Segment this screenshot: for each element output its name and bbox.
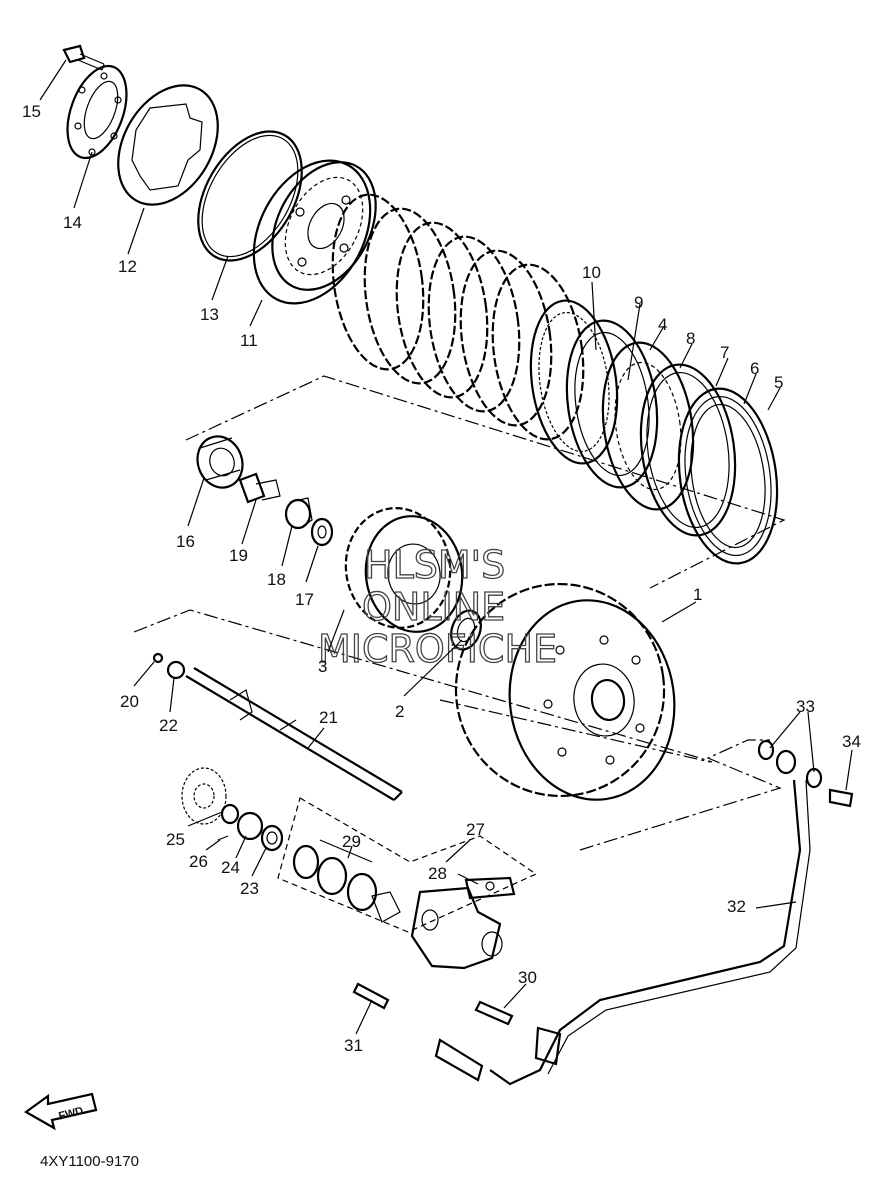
part-1-clutch-housing	[454, 582, 676, 801]
callout-10: 10	[582, 263, 601, 282]
callout-27: 27	[466, 820, 485, 839]
watermark-line2: ONLINE	[362, 585, 505, 629]
callout-11: 11	[240, 331, 258, 350]
callout-6: 6	[750, 359, 759, 378]
part-17-washer	[310, 517, 334, 547]
callout-23: 23	[240, 879, 259, 898]
callout-3: 3	[318, 657, 327, 676]
part-24-collar	[236, 811, 264, 841]
callout-18: 18	[267, 570, 286, 589]
callout-13: 13	[200, 305, 219, 324]
callout-22: 22	[159, 716, 178, 735]
fwd-label: FWD	[57, 1105, 84, 1123]
callout-8: 8	[686, 329, 695, 348]
callout-16: 16	[176, 532, 195, 551]
leader-lines	[39, 59, 853, 1035]
part-23-seal	[260, 824, 284, 852]
fwd-arrow-icon: FWD	[23, 1092, 98, 1131]
part-18-spacer	[284, 497, 313, 530]
callout-4: 4	[658, 315, 667, 334]
lower-guide-line	[579, 739, 782, 851]
part-12-cover-plate	[117, 84, 219, 206]
callout-7: 7	[720, 343, 729, 362]
part-27-slave-cylinder	[410, 886, 503, 970]
part-29-piston-kit	[292, 839, 401, 923]
part-20-ball	[152, 652, 164, 664]
callout-33: 33	[796, 697, 815, 716]
callout-24: 24	[221, 858, 240, 877]
callout-32: 32	[727, 897, 746, 916]
part-19-collar	[238, 472, 281, 504]
part-25-oil-seal	[181, 767, 227, 825]
callout-labels: 15 14 12 13 11 10 9 4 8 7 6 5 16 19 18 1…	[22, 102, 861, 1055]
part-14-plate	[66, 64, 128, 160]
part-15-bolt	[62, 44, 105, 71]
part-26-oring	[220, 803, 240, 825]
part-2-thrust-washer	[450, 609, 482, 651]
part-11-pressure-plate	[252, 159, 377, 305]
callout-5: 5	[774, 373, 783, 392]
part-24-pin	[217, 835, 229, 841]
part-31-bolt	[352, 982, 390, 1010]
callout-20: 20	[120, 692, 139, 711]
part-28-bracket	[464, 876, 516, 900]
shaft-guide-line	[133, 609, 713, 763]
callout-30: 30	[518, 968, 537, 987]
part-13-ring	[197, 130, 303, 262]
callout-14: 14	[63, 213, 82, 232]
diagram-code: 4XY1100-9170	[40, 1153, 139, 1170]
callout-15: 15	[22, 102, 41, 121]
callout-9: 9	[634, 293, 643, 312]
callout-26: 26	[189, 852, 208, 871]
part-21-push-rod	[185, 667, 403, 801]
callout-12: 12	[118, 257, 137, 276]
callout-2: 2	[395, 702, 404, 721]
callout-17: 17	[295, 590, 314, 609]
part-32-clutch-hose	[434, 779, 811, 1086]
callout-31: 31	[344, 1036, 363, 1055]
callout-21: 21	[319, 708, 338, 727]
callout-29: 29	[342, 832, 361, 851]
callout-1: 1	[693, 585, 702, 604]
watermark: HLSM'S ONLINE MICROFICHE	[317, 542, 557, 671]
watermark-line1: HLSM'S	[364, 543, 505, 587]
callout-28: 28	[428, 864, 447, 883]
callout-34: 34	[842, 732, 861, 751]
part-34-union-bolt	[828, 788, 854, 808]
callout-25: 25	[166, 830, 185, 849]
callout-19: 19	[229, 546, 248, 565]
clutch-plate-stack	[331, 193, 779, 565]
part-22-ball	[166, 660, 186, 680]
part-30-bolt	[474, 1000, 514, 1026]
part-16-bearing	[196, 435, 244, 489]
part-27-group-outline	[277, 797, 538, 933]
assembly-guide-line	[185, 375, 786, 589]
part-3-clutch-boss	[344, 507, 464, 633]
